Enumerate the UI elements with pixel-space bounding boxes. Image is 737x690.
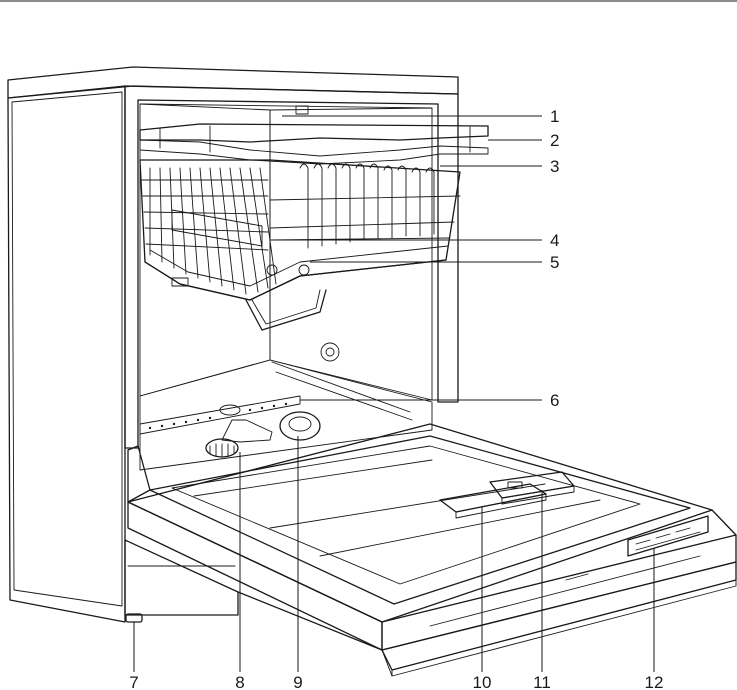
callout-9: 9 <box>293 673 302 690</box>
callout-1: 1 <box>550 107 559 126</box>
callout-10: 10 <box>473 673 492 690</box>
callout-8: 8 <box>235 673 244 690</box>
callout-3: 3 <box>550 157 559 176</box>
open-door <box>127 423 737 677</box>
leader-lines <box>133 115 655 672</box>
cabinet <box>7 66 459 623</box>
callout-6: 6 <box>550 391 559 410</box>
callout-11: 11 <box>533 673 551 690</box>
callout-4: 4 <box>550 231 559 250</box>
callout-7: 7 <box>129 673 138 690</box>
callout-2: 2 <box>550 131 559 150</box>
tub-interior <box>139 103 433 471</box>
callout-labels: 1 2 3 4 5 6 7 8 9 10 11 12 <box>129 107 663 690</box>
callout-5: 5 <box>550 253 559 272</box>
callout-12: 12 <box>645 673 664 690</box>
cutlery-tray <box>139 123 489 165</box>
lower-spray-area <box>139 395 321 458</box>
upper-basket <box>139 159 461 331</box>
